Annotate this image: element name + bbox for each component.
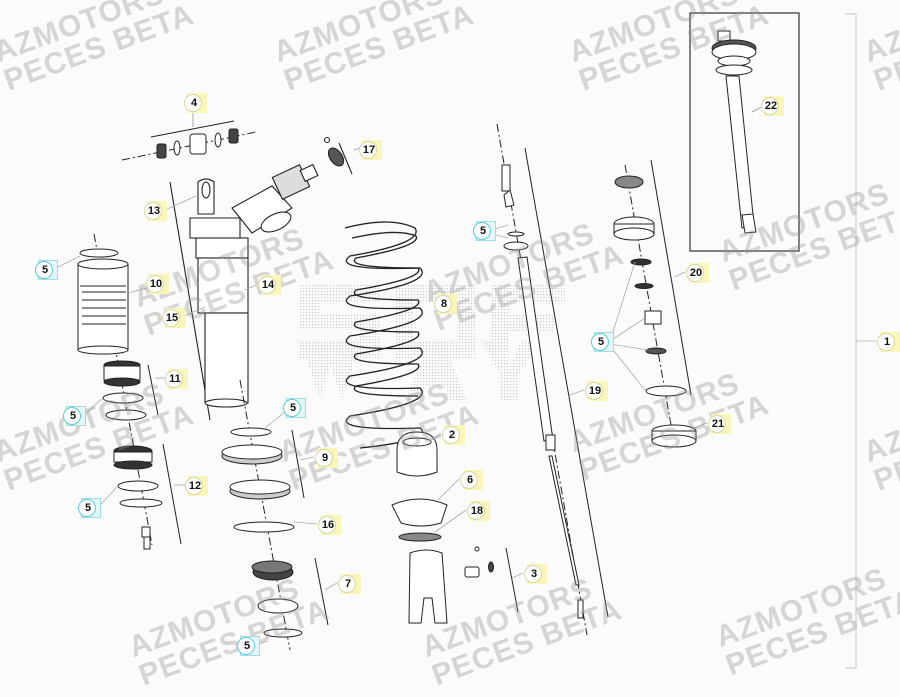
callout-number: 8: [440, 298, 448, 310]
callout-circle: [35, 261, 53, 279]
callout-circle: [591, 333, 609, 351]
part-callout-9[interactable]: 9: [314, 448, 338, 468]
callout-circle: [78, 499, 96, 517]
callout-circle: [686, 264, 704, 282]
callout-circle: [146, 275, 164, 293]
callout-number: 10: [149, 278, 163, 290]
callout-circle: [144, 202, 162, 220]
part-callout-5[interactable]: 5: [34, 260, 58, 280]
callout-circle: [185, 477, 203, 495]
shaft-assembly-drawing: [711, 30, 768, 234]
callout-circle: [460, 471, 478, 489]
part-callout-8[interactable]: 8: [433, 294, 457, 314]
part-callout-18[interactable]: 18: [466, 501, 490, 521]
callout-number: 2: [448, 429, 456, 441]
callout-number: 14: [261, 279, 275, 291]
callout-circle: [283, 399, 301, 417]
callout-circle: [442, 426, 460, 444]
part-callout-11[interactable]: 11: [164, 369, 188, 389]
part-callout-17[interactable]: 17: [358, 140, 382, 160]
part-callout-5[interactable]: 5: [236, 636, 260, 656]
part-callout-12[interactable]: 12: [184, 476, 208, 496]
callout-number: 4: [190, 97, 198, 109]
callout-number: 5: [69, 410, 77, 422]
callout-circle: [315, 449, 333, 467]
callout-circle: [165, 370, 183, 388]
bottom-mount-drawing: [391, 431, 519, 624]
callout-number: 5: [479, 225, 487, 237]
part-callout-5[interactable]: 5: [77, 498, 101, 518]
spring-drawing: [344, 221, 424, 449]
callout-number: 18: [470, 505, 484, 517]
part-callout-13[interactable]: 13: [143, 201, 167, 221]
callout-circle: [585, 382, 603, 400]
callout-number: 1: [883, 336, 891, 348]
callout-circle: [338, 575, 356, 593]
callout-circle: [258, 276, 276, 294]
callout-number: 5: [597, 336, 605, 348]
callout-circle: [708, 415, 726, 433]
part-callout-5[interactable]: 5: [62, 406, 86, 426]
callout-number: 9: [321, 452, 329, 464]
callout-circle: [524, 565, 542, 583]
assembly-bracket: [845, 13, 876, 669]
part-callout-5[interactable]: 5: [472, 221, 496, 241]
part-callout-20[interactable]: 20: [685, 263, 709, 283]
part-callout-10[interactable]: 10: [145, 274, 169, 294]
part-callout-16[interactable]: 16: [317, 515, 341, 535]
callout-number: 5: [289, 402, 297, 414]
callout-circle: [63, 407, 81, 425]
callout-circle: [761, 97, 779, 115]
callout-circle: [359, 141, 377, 159]
callout-number: 13: [147, 205, 161, 217]
callout-number: 22: [764, 100, 778, 112]
leader-lines: [53, 195, 708, 646]
part-callout-19[interactable]: 19: [584, 381, 608, 401]
bushing-kit-drawing: [121, 112, 257, 161]
lower-stack-drawing: [221, 379, 329, 651]
callout-number: 6: [466, 474, 474, 486]
callout-circle: [318, 516, 336, 534]
callout-number: 16: [321, 519, 335, 531]
reservoir-drawing: [77, 233, 182, 550]
callout-number: 15: [165, 312, 179, 324]
part-callout-5[interactable]: 5: [590, 332, 614, 352]
part-callout-1[interactable]: 1: [876, 332, 900, 352]
callout-number: 21: [711, 418, 725, 430]
callout-circle: [877, 333, 895, 351]
background-logo: [298, 285, 565, 400]
callout-number: 5: [84, 502, 92, 514]
part-callout-21[interactable]: 21: [707, 414, 731, 434]
piston-stack-drawing: [613, 159, 697, 448]
part-callout-6[interactable]: 6: [459, 470, 483, 490]
callout-number: 3: [530, 568, 538, 580]
callout-number: 20: [689, 267, 703, 279]
part-callout-15[interactable]: 15: [161, 308, 185, 328]
part-callout-3[interactable]: 3: [523, 564, 547, 584]
callout-number: 5: [41, 264, 49, 276]
callout-circle: [467, 502, 485, 520]
callout-number: 11: [169, 373, 181, 385]
callout-circle: [184, 94, 202, 112]
shaft-drawing: [496, 123, 609, 636]
part-callout-2[interactable]: 2: [441, 425, 465, 445]
callout-number: 19: [588, 385, 602, 397]
callout-number: 12: [188, 480, 202, 492]
shaft-assembly-frame: [689, 12, 800, 252]
callout-circle: [473, 222, 491, 240]
part-callout-7[interactable]: 7: [337, 574, 361, 594]
callout-circle: [162, 309, 180, 327]
callout-circle: [434, 295, 452, 313]
shock-body-drawing: [169, 136, 361, 421]
callout-number: 17: [362, 144, 376, 156]
callout-number: 7: [344, 578, 352, 590]
part-callout-4[interactable]: 4: [183, 93, 207, 113]
callout-number: 5: [243, 640, 251, 652]
part-callout-5[interactable]: 5: [282, 398, 306, 418]
callout-circle: [237, 637, 255, 655]
part-callout-14[interactable]: 14: [257, 275, 281, 295]
part-callout-22[interactable]: 22: [760, 96, 784, 116]
